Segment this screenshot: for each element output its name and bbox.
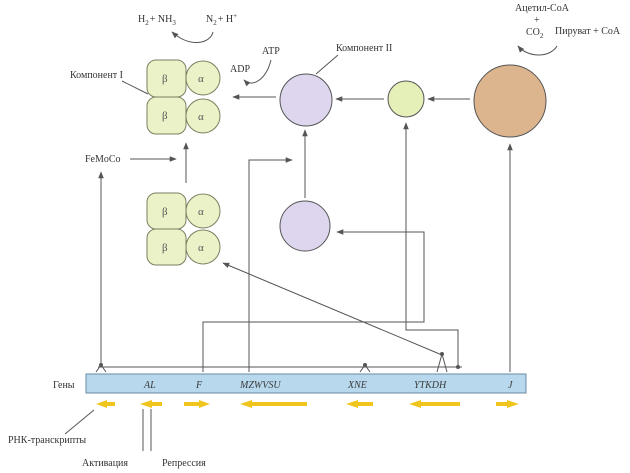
component-2-circle xyxy=(279,73,333,127)
gene-bar xyxy=(85,373,527,394)
junction-dot xyxy=(363,363,367,367)
junction-dot xyxy=(440,352,444,356)
gene-ytkdh: YTKDH xyxy=(414,380,447,391)
transcript-arrow xyxy=(496,402,508,406)
alpha-subunit xyxy=(185,193,221,229)
ytkdh-gene-line xyxy=(403,122,459,367)
femoco-label: FeMoCo xyxy=(85,154,121,165)
rna-transcripts-label: РНК-транскрипты xyxy=(8,435,86,446)
gene-j: J xyxy=(508,380,513,391)
transcript-arrow xyxy=(240,400,252,408)
alpha-subunit xyxy=(185,98,221,134)
component-1-bottom: β β α α xyxy=(146,192,221,266)
atp-label: ATP xyxy=(262,46,280,57)
small-intermediate-circle xyxy=(387,80,425,118)
component-2-pointer xyxy=(315,54,339,75)
pyruvate-label: Пируват + CoA xyxy=(555,26,621,37)
transcript-arrow xyxy=(357,402,373,406)
gene-f: F xyxy=(195,380,203,391)
component-1-top: β β α α xyxy=(146,59,221,135)
alpha-subunit xyxy=(185,60,221,96)
alpha-label: α xyxy=(198,242,204,254)
transcripts xyxy=(96,400,519,408)
junction-ytkdh xyxy=(436,352,448,373)
atp-adp-arrow xyxy=(243,59,272,87)
junction-dot xyxy=(99,363,103,367)
transcript-arrow xyxy=(199,400,210,408)
component-1-label: Компонент I xyxy=(70,70,123,81)
beta-label: β xyxy=(162,206,168,218)
gene-mzwvsu: MZWVSU xyxy=(239,380,281,391)
transcript-arrow xyxy=(420,402,460,406)
gene-xne: XNE xyxy=(347,380,367,391)
component-1-pointer xyxy=(121,80,149,95)
component-2-label: Компонент II xyxy=(336,43,392,54)
acetyl-coa-label: Ацетил-CoA xyxy=(515,3,570,14)
adp-label: ADP xyxy=(230,64,250,75)
rna-pointer xyxy=(64,409,95,435)
transcript-arrow xyxy=(184,402,200,406)
co2-label: CO2 xyxy=(526,27,544,40)
transcript-arrow xyxy=(409,400,421,408)
alpha-label: α xyxy=(198,206,204,218)
mzwvsu-gene-line xyxy=(248,157,293,372)
beta-label: β xyxy=(162,73,168,85)
genes-label: Гены xyxy=(53,380,75,391)
transcript-arrow xyxy=(151,402,162,406)
h2-nh3-label: H2+ NH3 xyxy=(138,14,176,27)
alpha-label: α xyxy=(198,73,204,85)
pyruvate-conversion-arrow xyxy=(517,45,558,56)
beta-label: β xyxy=(162,110,168,122)
f-gene-line xyxy=(202,229,425,372)
transcript-arrow xyxy=(106,402,115,406)
plus-sign: + xyxy=(534,15,540,26)
beta-label: β xyxy=(162,242,168,254)
alpha-label: α xyxy=(198,111,204,123)
repression-label: Репрессия xyxy=(162,458,206,469)
large-pyruvate-circle xyxy=(473,64,547,138)
transcript-arrow xyxy=(251,402,307,406)
transcript-arrow xyxy=(507,400,519,408)
gene-al: AL xyxy=(143,380,156,391)
transcript-arrow xyxy=(140,400,152,408)
component-2-precursor-circle xyxy=(279,200,331,252)
activation-label: Активация xyxy=(82,458,128,469)
junction-dot xyxy=(456,365,460,369)
transcript-arrow xyxy=(346,400,358,408)
n2-reduction-arrow xyxy=(171,31,214,43)
n2-h-label: N2+ H+ xyxy=(206,12,237,27)
structural-genes-line xyxy=(222,262,443,356)
transcript-arrow xyxy=(96,400,107,408)
alpha-subunit xyxy=(185,229,221,265)
